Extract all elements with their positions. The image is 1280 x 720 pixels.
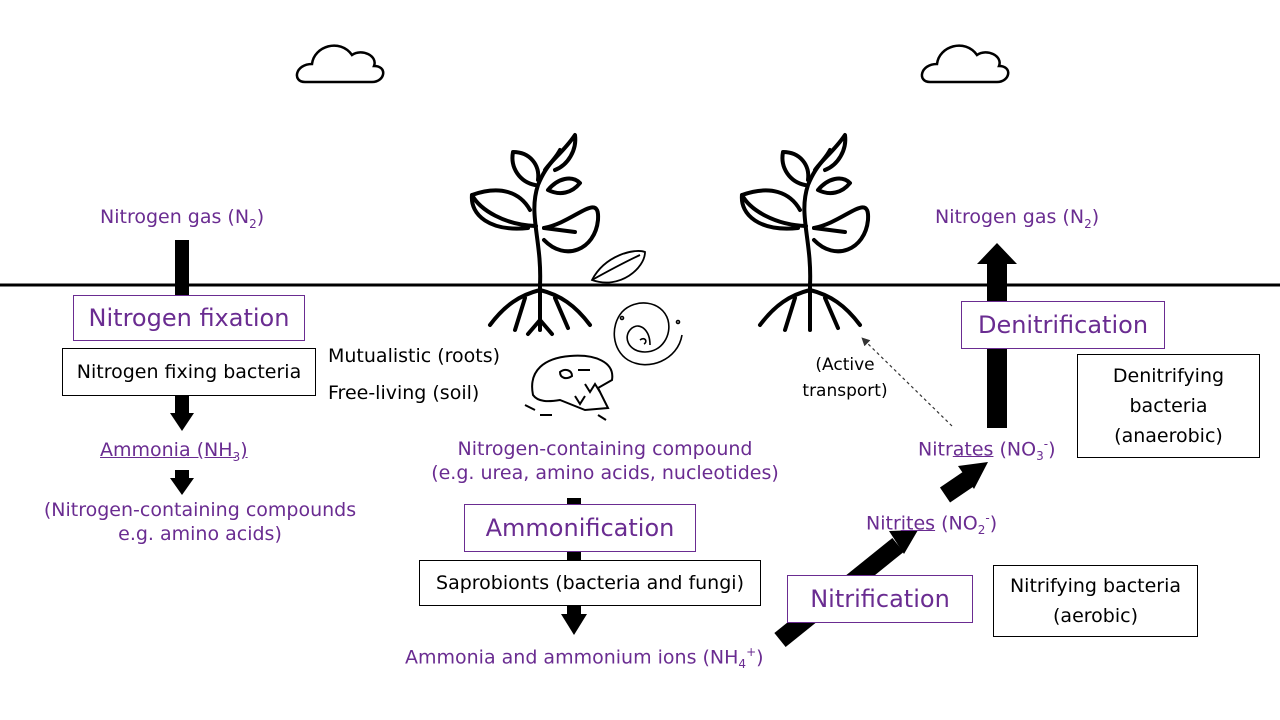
free-living-label: Free-living (soil) (328, 382, 480, 404)
active-transport-label: (Active transport) (802, 355, 888, 401)
cloud-icon (295, 44, 385, 84)
arrow-head (889, 530, 918, 554)
dinosaur-skull-icon (524, 354, 614, 421)
nitrogen-fixing-bacteria-label: Nitrogen fixing bacteria (76, 361, 302, 383)
nitrogen-fixing-bacteria-box: Nitrogen fixing bacteria (62, 348, 316, 396)
arrow-shaft (567, 552, 581, 562)
plant-icon (739, 133, 871, 332)
left-nitrogen-gas-label: Nitrogen gas (N2) (100, 206, 265, 231)
right-nitrogen-gas-label: Nitrogen gas (N2) (935, 206, 1100, 231)
arrow-shaft (939, 470, 976, 503)
fossil-shell-icon (613, 302, 683, 366)
nitrates-label: Nitrates (NO3-) (918, 437, 1056, 464)
ammonification-label: Ammonification (485, 514, 675, 542)
arrow-head (170, 413, 194, 431)
active-transport-arrow (861, 337, 953, 427)
nitrification-label: Nitrification (810, 585, 950, 613)
denitrification-label: Denitrification (977, 311, 1149, 339)
mutualistic-label: Mutualistic (roots) (328, 345, 501, 367)
arrow-shaft (175, 393, 189, 415)
denitrification-box: Denitrification (961, 301, 1165, 349)
nitrogen-fixation-label: Nitrogen fixation (88, 304, 290, 332)
saprobionts-box: Saprobionts (bacteria and fungi) (419, 560, 761, 606)
arrow-head (561, 614, 587, 635)
saprobionts-label: Saprobionts (bacteria and fungi) (436, 572, 744, 594)
arrow-head (170, 478, 194, 495)
cloud-icon (920, 44, 1010, 84)
arrow-head (977, 243, 1017, 264)
nitrogen-fixation-box: Nitrogen fixation (73, 295, 305, 341)
arrow-shaft (175, 240, 189, 298)
nitrification-box: Nitrification (787, 575, 973, 623)
nitrogen-compounds-label: (Nitrogen-containing compounds e.g. amin… (43, 499, 357, 545)
leaf-icon (590, 250, 646, 284)
ammonification-box: Ammonification (464, 504, 696, 552)
ammonia-label: Ammonia (NH3) (100, 439, 248, 464)
arrow-head (958, 462, 988, 489)
nitrogen-containing-compound-label: Nitrogen-containing compound (e.g. urea,… (431, 438, 779, 484)
ammonium-ions-label: Ammonia and ammonium ions (NH4+) (405, 645, 764, 672)
arrow-shaft (175, 470, 189, 480)
plant-icon (469, 133, 601, 336)
nitrifying-bacteria-box: Nitrifying bacteria (aerobic) (993, 565, 1198, 637)
denitrifying-bacteria-box: Denitrifying bacteria (anaerobic) (1077, 354, 1260, 458)
nitrites-label: Nitrites (NO2-) (866, 511, 998, 538)
